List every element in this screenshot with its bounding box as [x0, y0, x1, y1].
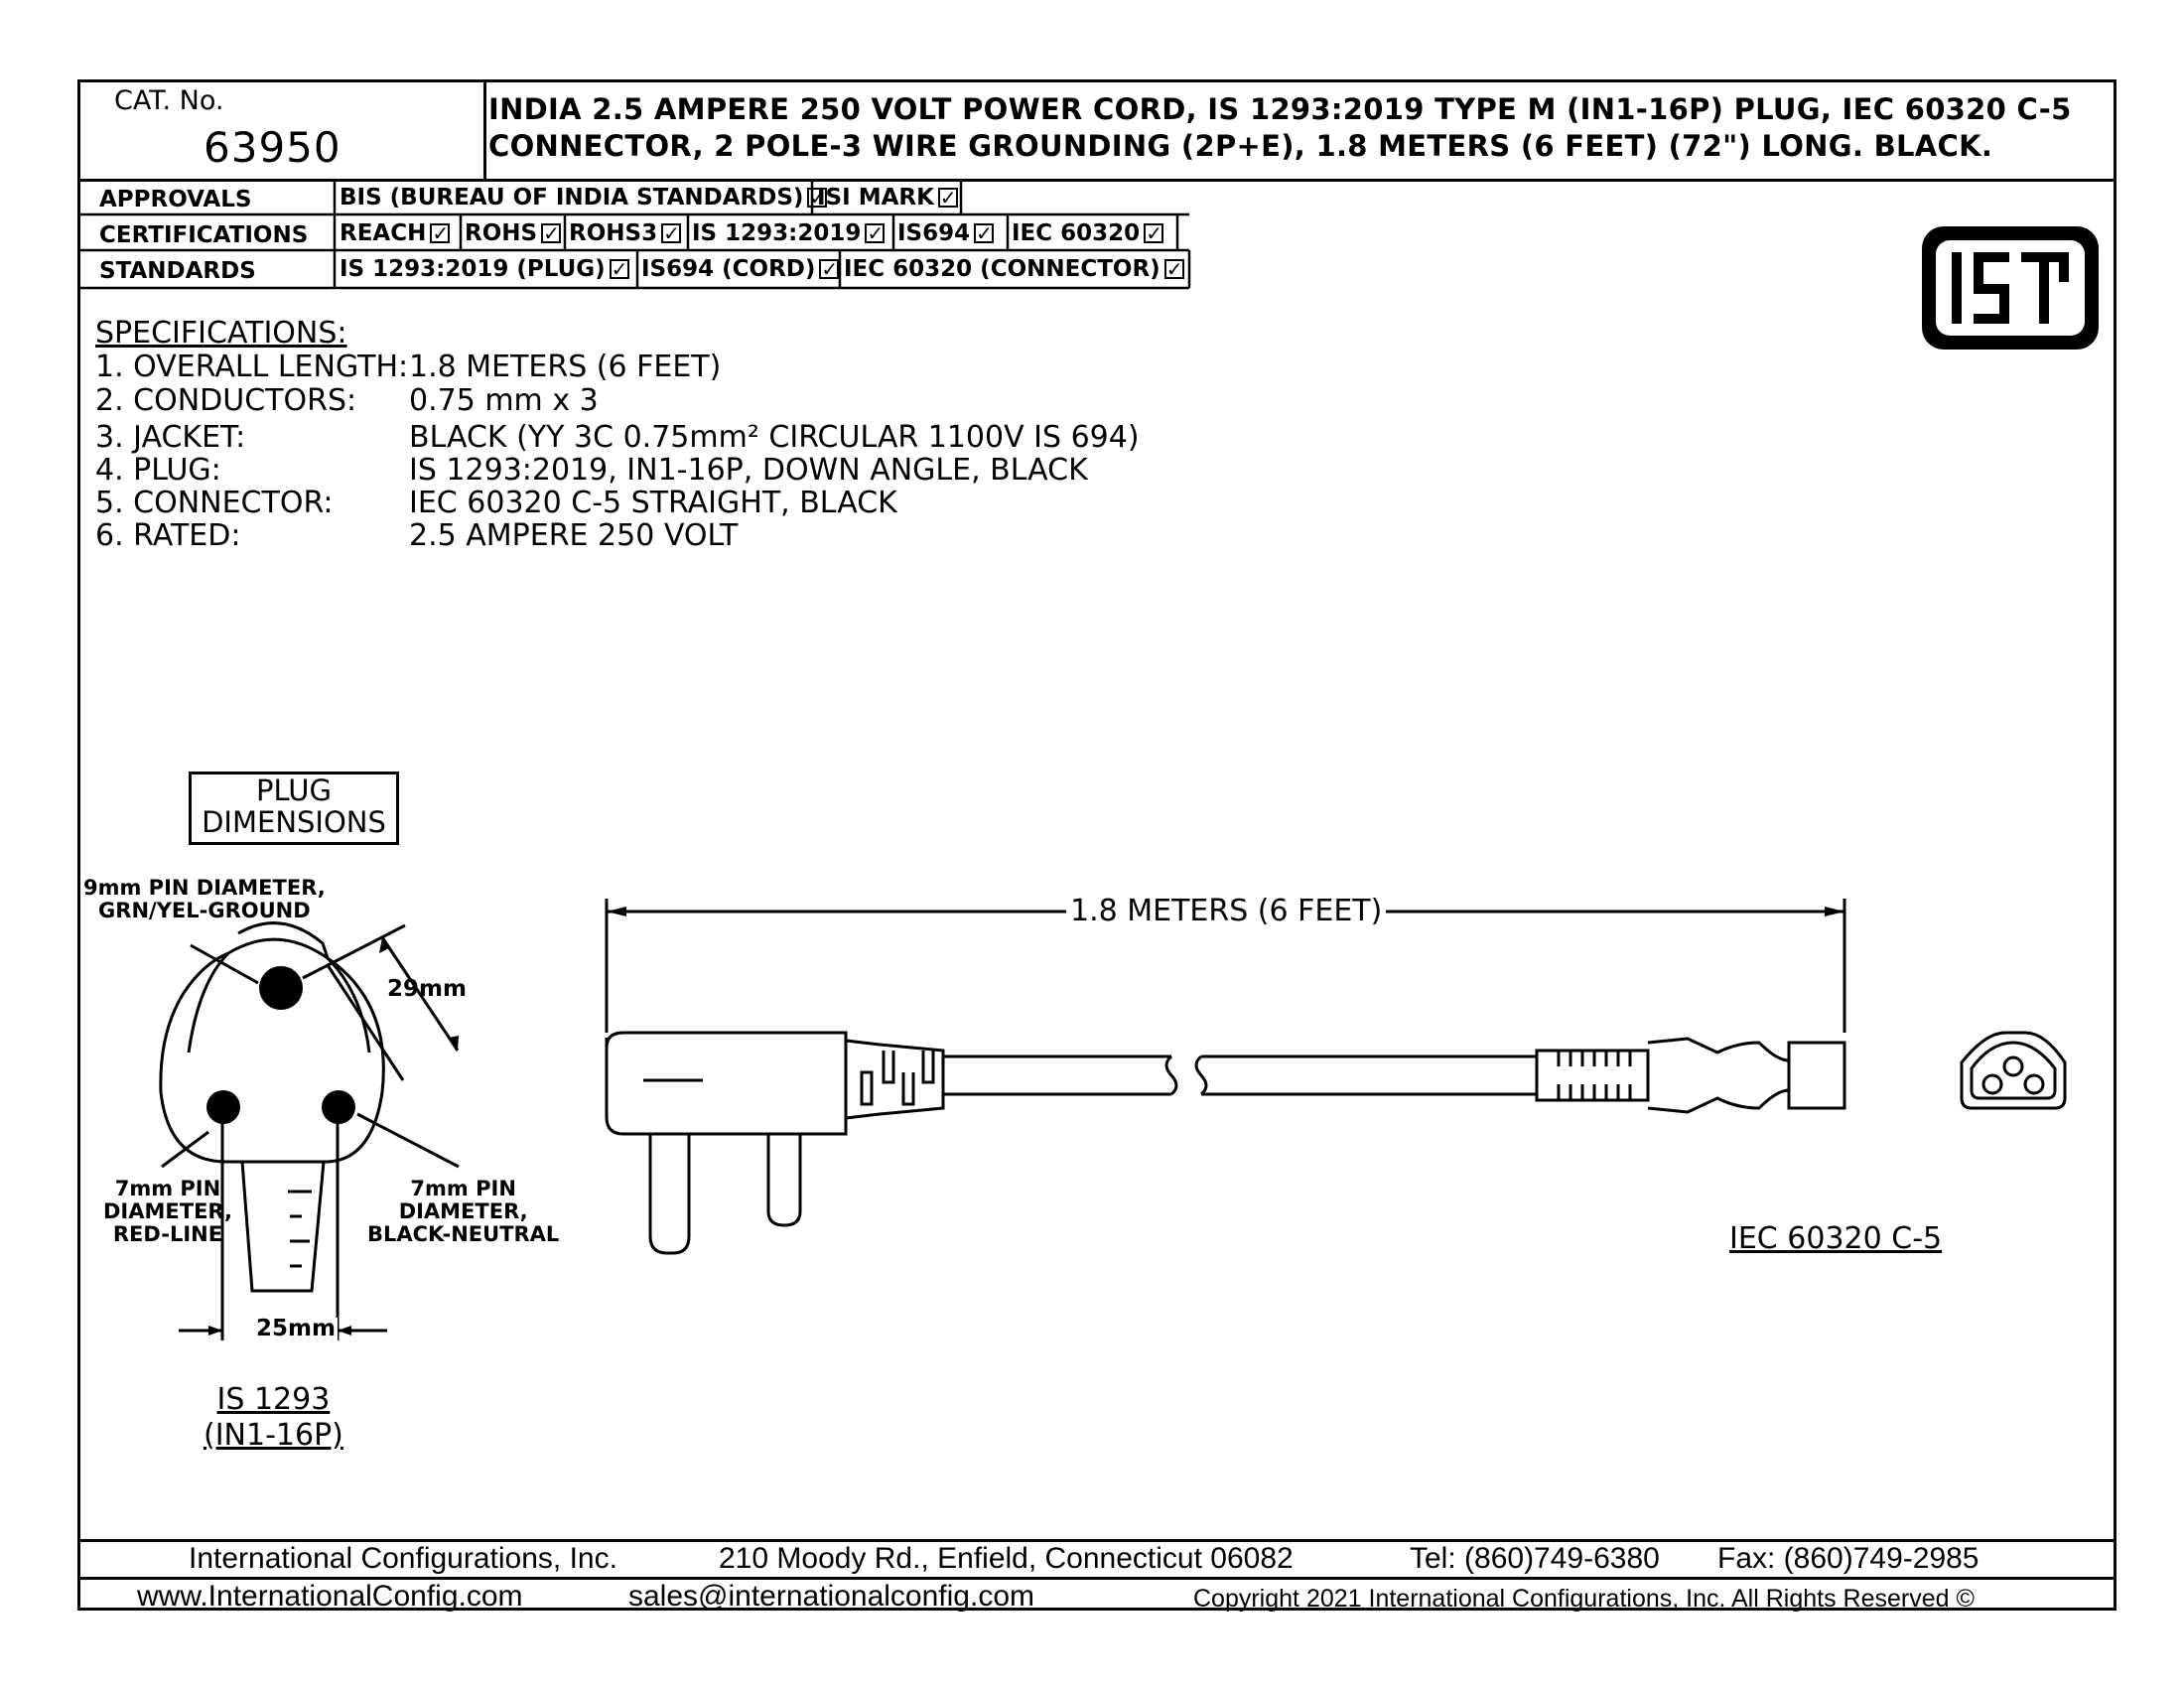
cert-is1293: IS 1293:2019✓	[692, 220, 886, 246]
footer-fax: Fax: (860)749-2985	[1717, 1542, 1979, 1575]
standards-label: STANDARDS	[99, 258, 256, 284]
approval-bis: BIS (BUREAU OF INDIA STANDARDS)✓	[340, 185, 828, 211]
title-line-2: CONNECTOR, 2 POLE-3 WIRE GROUNDING (2P+E…	[488, 129, 1993, 163]
cert-reach: REACH✓	[340, 220, 451, 246]
spec-label-6: 6. RATED:	[95, 518, 241, 553]
ground-pin-label: 9mm PIN DIAMETER, GRN/YEL-GROUND	[83, 876, 326, 922]
spec-label-4: 4. PLUG:	[95, 453, 221, 488]
checkbox-icon: ✓	[430, 221, 451, 245]
certifications-label: CERTIFICATIONS	[99, 222, 309, 248]
spec-value-6: 2.5 AMPERE 250 VOLT	[409, 518, 739, 553]
checkbox-icon: ✓	[661, 221, 682, 245]
spec-label-5: 5. CONNECTOR:	[95, 486, 334, 520]
checkbox-icon: ✓	[1144, 221, 1164, 245]
spec-label-2: 2. CONDUCTORS:	[95, 383, 357, 418]
std-plug: IS 1293:2019 (PLUG)✓	[340, 256, 629, 282]
cert-rohs: ROHS✓	[465, 220, 562, 246]
plug-dimensions-box: PLUG DIMENSIONS	[189, 772, 399, 845]
approval-isi: ISI MARK✓	[817, 185, 958, 211]
line-pin-label: 7mm PIN DIAMETER, RED-LINE	[103, 1177, 232, 1246]
dim-29mm: 29mm	[387, 976, 467, 1002]
spec-heading: SPECIFICATIONS:	[95, 316, 347, 351]
cat-number-label: CAT. No.	[114, 85, 224, 116]
title-line-1: INDIA 2.5 AMPERE 250 VOLT POWER CORD, IS…	[488, 92, 2072, 126]
cert-is694: IS694✓	[897, 220, 995, 246]
plug-standard-label: IS 1293 (IN1-16P)	[204, 1382, 343, 1453]
spec-label-1: 1. OVERALL LENGTH:	[95, 350, 409, 384]
checkbox-icon: ✓	[609, 257, 629, 281]
footer-rule-top	[77, 1539, 2116, 1542]
title-divider	[483, 79, 486, 181]
approvals-label: APPROVALS	[99, 187, 252, 212]
checkbox-icon: ✓	[541, 221, 562, 245]
footer-phone: Tel: (860)749-6380	[1410, 1542, 1660, 1575]
cat-number: 63950	[204, 123, 341, 172]
connector-standard-label: IEC 60320 C-5	[1729, 1221, 1943, 1256]
footer-rule-middle	[77, 1577, 2116, 1580]
product-title: INDIA 2.5 AMPERE 250 VOLT POWER CORD, IS…	[488, 91, 2072, 165]
checkbox-icon: ✓	[819, 257, 840, 281]
checkbox-icon: ✓	[937, 186, 958, 210]
checkbox-icon: ✓	[865, 221, 886, 245]
footer-website[interactable]: www.InternationalConfig.com	[137, 1580, 523, 1613]
spec-value-5: IEC 60320 C-5 STRAIGHT, BLACK	[409, 486, 897, 520]
cert-iec60320: IEC 60320✓	[1012, 220, 1164, 246]
checkbox-icon: ✓	[807, 186, 828, 210]
dim-25mm: 25mm	[254, 1316, 338, 1341]
spec-value-4: IS 1293:2019, IN1-16P, DOWN ANGLE, BLACK	[409, 453, 1088, 488]
spec-value-2: 0.75 mm x 3	[409, 383, 599, 418]
spec-value-3: BLACK (YY 3C 0.75mm² CIRCULAR 1100V IS 6…	[409, 420, 1140, 455]
title-bottom-rule	[77, 179, 2116, 182]
std-cord: IS694 (CORD)✓	[641, 256, 840, 282]
cert-rohs3: ROHS3✓	[569, 220, 682, 246]
spec-value-1: 1.8 METERS (6 FEET)	[409, 350, 722, 384]
neutral-pin-label: 7mm PIN DIAMETER, BLACK-NEUTRAL	[367, 1177, 560, 1246]
std-connector: IEC 60320 (CONNECTOR)✓	[844, 256, 1184, 282]
footer-copyright: Copyright 2021 International Configurati…	[1193, 1585, 1975, 1613]
checkbox-icon: ✓	[974, 221, 995, 245]
spec-label-3: 3. JACKET:	[95, 420, 246, 455]
footer-email[interactable]: sales@internationalconfig.com	[628, 1580, 1034, 1613]
checkbox-icon: ✓	[1163, 257, 1184, 281]
cord-length-label: 1.8 METERS (6 FEET)	[1066, 894, 1387, 928]
footer-company: International Configurations, Inc.	[189, 1542, 617, 1575]
footer-address: 210 Moody Rd., Enfield, Connecticut 0608…	[719, 1542, 1294, 1575]
drawing-frame	[77, 79, 2116, 1611]
